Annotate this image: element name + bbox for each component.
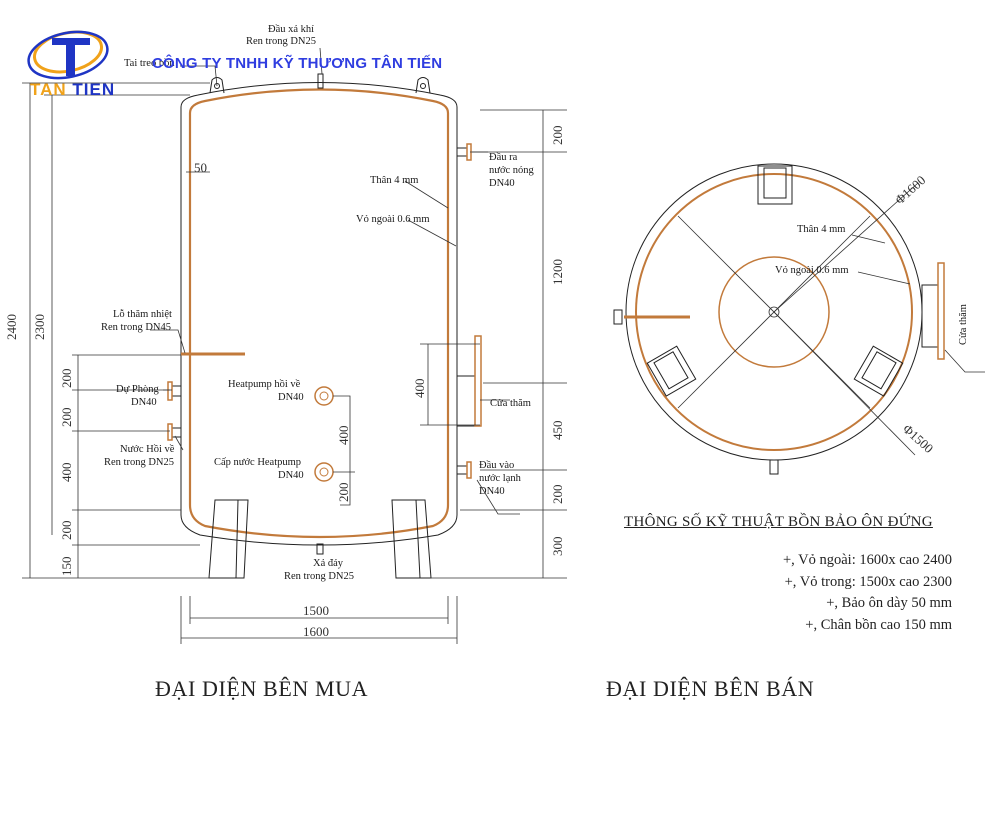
dim-2300: 2300 [32,314,47,340]
top-label-d1500: Φ1500 [900,421,936,456]
company-logo [27,30,109,80]
top-label-shell: Thân 4 mm [797,224,845,235]
spec-line-4: +, Chân bồn cao 150 mm [805,617,952,633]
dim-hp-400: 400 [336,426,351,446]
label-cold-in: Đầu vào [479,460,514,471]
spec-line-1: +, Vỏ ngoài: 1600x cao 2400 [782,552,952,568]
dim-200-right-b: 200 [550,485,565,505]
label-shell-thickness: Thân 4 mm [370,175,418,186]
label-hp-return: Heatpump hồi về [228,379,301,390]
label-hp-supply: Cấp nước Heatpump [214,457,301,468]
dim-400-left: 400 [59,463,74,483]
dim-300: 300 [550,537,565,557]
top-label-d1600: Φ1600 [892,172,928,207]
dim-200-a: 200 [59,369,74,389]
dim-200-c: 200 [59,521,74,541]
logo-wordmark: TAN TIEN [30,80,115,100]
top-label-manhole: Cửa thăm [958,304,969,345]
label-drain: Xả đáy [313,558,344,569]
label-vent-thread: Ren trong DN25 [246,36,316,47]
label-temp-sensor-thread: Ren trong DN45 [101,322,171,333]
dim-1500: 1500 [303,603,329,618]
dim-200-right: 200 [550,126,565,146]
dim-150: 150 [59,557,74,577]
top-view [613,163,985,475]
label-hp-supply-dn: DN40 [278,470,304,481]
label-lifting-lug: Tai treo bồn [124,58,175,69]
label-hp-return-dn: DN40 [278,392,304,403]
seller-signature-label: ĐẠI DIỆN BÊN BÁN [606,676,815,701]
label-spare: Dự Phòng [116,384,159,395]
dim-1600: 1600 [303,624,329,639]
label-vent: Đầu xả khí [268,24,314,35]
label-hot-out-dn: DN40 [489,178,515,189]
front-view [22,47,567,644]
label-manhole: Cửa thăm [490,398,531,409]
spec-line-2: +, Vỏ trong: 1500x cao 2300 [784,574,952,590]
spec-title: THÔNG SỐ KỸ THUẬT BỒN BẢO ÔN ĐỨNG [624,514,933,530]
dim-2400: 2400 [4,314,19,340]
label-cold-in-dn: DN40 [479,486,505,497]
logo-word-2: TIEN [72,80,116,99]
label-cold-in-2: nước lạnh [479,473,522,484]
label-spare-dn: DN40 [131,397,157,408]
top-label-outer: Vỏ ngoài 0.6 mm [775,265,849,276]
label-insulation: 50 [194,160,207,175]
label-temp-sensor: Lỗ thăm nhiệt [113,309,172,320]
label-return: Nước Hồi về [120,444,175,455]
label-outer-shell: Vỏ ngoài 0.6 mm [356,214,430,225]
company-name: CÔNG TY TNHH KỸ THƯƠNG TÂN TIẾN [152,55,443,72]
dim-200-b: 200 [59,408,74,428]
dim-1200: 1200 [550,259,565,285]
logo-word-1: TAN [30,80,67,99]
label-return-thread: Ren trong DN25 [104,457,174,468]
label-hot-out: Đầu ra [489,152,518,163]
label-drain-thread: Ren trong DN25 [284,571,354,582]
label-hot-out-2: nước nóng [489,165,535,176]
dim-hp-200: 200 [336,483,351,503]
dim-450: 450 [550,421,565,441]
dim-manhole-400: 400 [412,379,427,399]
spec-line-3: +, Bảo ôn dày 50 mm [826,595,952,611]
buyer-signature-label: ĐẠI DIỆN BÊN MUA [155,676,369,701]
